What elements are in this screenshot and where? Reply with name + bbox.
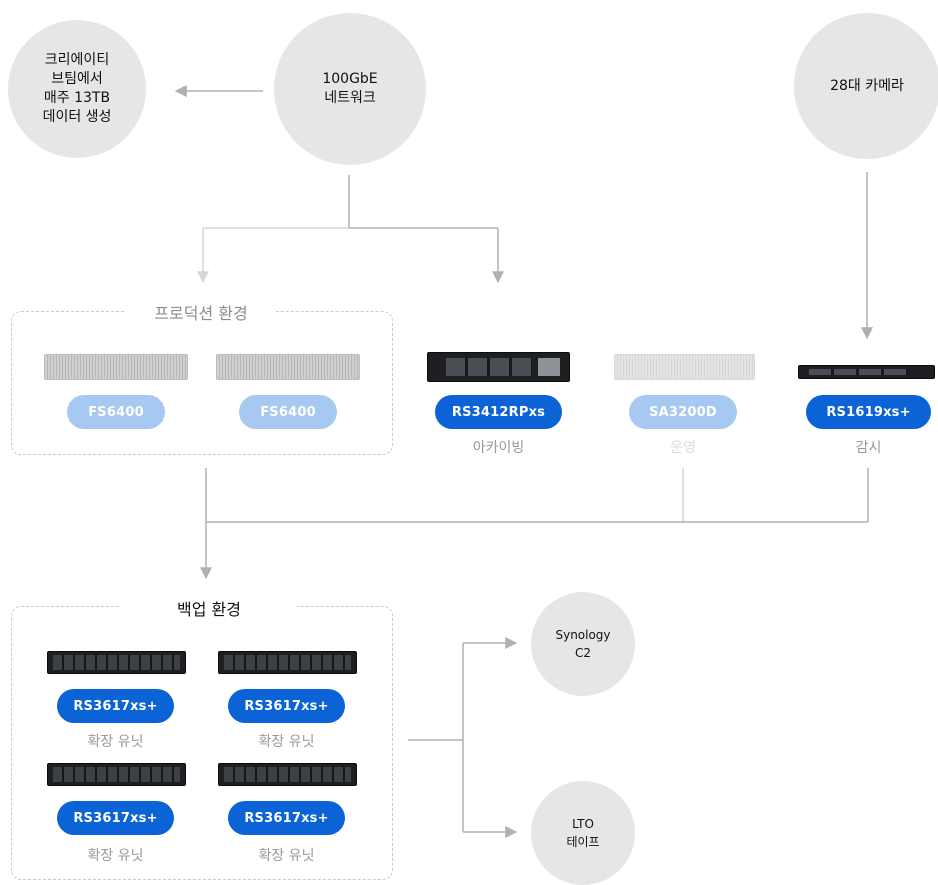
- rs3617xs-pill-2: RS3617xs+: [228, 689, 345, 723]
- drive-bays: [53, 655, 180, 670]
- fs6400-pill-1: FS6400: [67, 395, 165, 429]
- production-title: 프로덕션 환경: [126, 300, 276, 324]
- drive-bays: [224, 655, 351, 670]
- network-circle: 100GbE 네트워크: [274, 13, 426, 165]
- rs3617xs-server-image-2: [218, 651, 357, 674]
- creator-text-1: 크리에이티: [44, 52, 110, 68]
- rs1619xs-pill: RS1619xs+: [806, 395, 931, 429]
- sa3200d-pill: SA3200D: [629, 395, 737, 429]
- synology-text-2: C2: [574, 646, 591, 660]
- lto-text-1: LTO: [572, 817, 594, 831]
- production-box: [11, 311, 393, 455]
- camera-text: 28대 카메라: [830, 77, 904, 94]
- sa3200d-server-image: [614, 354, 755, 380]
- synology-text-1: Synology: [555, 628, 611, 642]
- expansion-caption-4: 확장 유닛: [258, 848, 315, 864]
- rs3617xs-server-image-1: [47, 651, 186, 674]
- network-text-1: 100GbE: [322, 71, 378, 87]
- fs6400-server-image-2: [216, 354, 360, 380]
- synology-c2-circle: Synology C2: [531, 592, 635, 696]
- creator-text-4: 데이터 생성: [42, 109, 112, 125]
- creator-text-3: 매주 13TB: [43, 90, 111, 106]
- lto-tape-circle: LTO 테이프: [531, 781, 635, 885]
- rs3617xs-pill-3: RS3617xs+: [57, 801, 174, 835]
- expansion-caption-2: 확장 유닛: [258, 734, 315, 750]
- rs1619xs-server-image: [798, 365, 935, 379]
- expansion-caption-3: 확장 유닛: [87, 848, 144, 864]
- rs3617xs-server-image-4: [218, 763, 357, 786]
- archive-caption: 아카이빙: [472, 440, 525, 456]
- fs6400-pill-2: FS6400: [239, 395, 337, 429]
- drive-bays: [224, 767, 351, 782]
- creator-text-2: 브팀에서: [51, 71, 103, 87]
- rs3412rpxs-server-image: [427, 352, 570, 382]
- rs3617xs-server-image-3: [47, 763, 186, 786]
- backup-title: 백업 환경: [121, 596, 297, 620]
- camera-circle: 28대 카메라: [794, 13, 938, 159]
- drive-bays: [53, 767, 180, 782]
- fs6400-server-image-1: [44, 354, 188, 380]
- lto-text-2: 테이프: [566, 835, 600, 849]
- expansion-caption-1: 확장 유닛: [87, 734, 144, 750]
- rs3412rpxs-pill: RS3412RPxs: [435, 395, 562, 429]
- rs3617xs-pill-1: RS3617xs+: [57, 689, 174, 723]
- operations-caption: 운영: [670, 440, 696, 456]
- rs3617xs-pill-4: RS3617xs+: [228, 801, 345, 835]
- surveillance-caption: 감시: [855, 440, 882, 456]
- drive-bays: [446, 358, 532, 376]
- drive-bays: [809, 369, 909, 375]
- status-leds: [538, 358, 560, 376]
- creator-circle: 크리에이티 브팀에서 매주 13TB 데이터 생성: [8, 20, 146, 158]
- network-text-2: 네트워크: [324, 90, 376, 106]
